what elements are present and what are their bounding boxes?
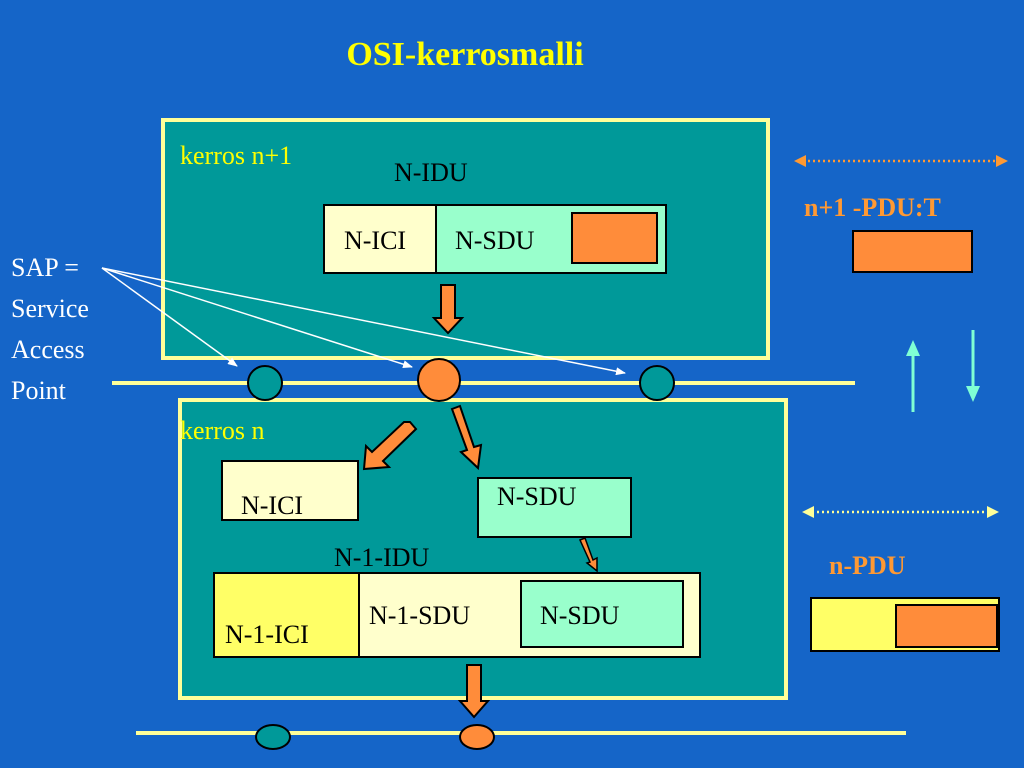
arrow-sdu-to-inner-sdu <box>578 537 598 573</box>
lower-ici-box <box>221 460 359 521</box>
lower-n1-ici-label: N-1-ICI <box>225 620 309 649</box>
lower-sdu-label: N-SDU <box>497 482 577 511</box>
sap-label-line-2: Service <box>11 294 89 323</box>
lower-idu-label: N-1-IDU <box>334 543 430 572</box>
dotted-arrow-lower <box>802 506 999 518</box>
lower-inner-sdu-box <box>520 580 684 648</box>
pdu-upper-label: n+1 -PDU:T <box>804 193 941 222</box>
sap-pointer-middle <box>101 267 413 369</box>
layer-n-plus-1-label: kerros n+1 <box>180 141 293 170</box>
pdu-upper-block <box>852 230 973 273</box>
upper-idu-label: N-IDU <box>394 158 468 187</box>
sap-circle-lower-active <box>459 724 495 750</box>
pdu-lower-payload-block <box>895 604 998 648</box>
sap-label-line-3: Access <box>11 335 85 364</box>
sap-pointer-right <box>101 267 626 376</box>
sap-circle-left <box>247 365 283 401</box>
slide-title: OSI-kerrosmalli <box>346 36 584 73</box>
arrow-down-lower <box>457 664 491 719</box>
arrow-down-upper <box>431 284 465 335</box>
lower-ici-label: N-ICI <box>241 491 304 520</box>
lower-sdu-box <box>477 477 632 538</box>
upper-ici-box <box>323 204 437 274</box>
arrow-down-icon <box>966 330 980 402</box>
lower-inner-sdu-label: N-SDU <box>540 601 620 630</box>
upper-pdu-block <box>571 212 658 264</box>
dotted-arrow-upper <box>794 155 1008 167</box>
sap-circle-active <box>417 358 461 402</box>
sap-label-line-4: Point <box>11 376 66 405</box>
layer-n-label: kerros n <box>180 416 265 445</box>
sap-circle-lower-left <box>255 724 291 750</box>
sap-pointer-left <box>101 267 238 367</box>
sap-label-line-1: SAP = <box>11 253 79 282</box>
lower-n1-sdu-label: N-1-SDU <box>369 601 471 630</box>
pdu-lower-label: n-PDU <box>829 551 906 580</box>
upper-sdu-label: N-SDU <box>455 226 535 255</box>
lower-n1-ici-box <box>213 572 360 658</box>
upper-ici-label: N-ICI <box>344 226 407 255</box>
sap-circle-right <box>639 365 675 401</box>
arrow-to-lower-ici <box>362 421 418 471</box>
arrow-to-lower-sdu <box>450 404 483 471</box>
arrow-up-icon <box>906 340 920 412</box>
